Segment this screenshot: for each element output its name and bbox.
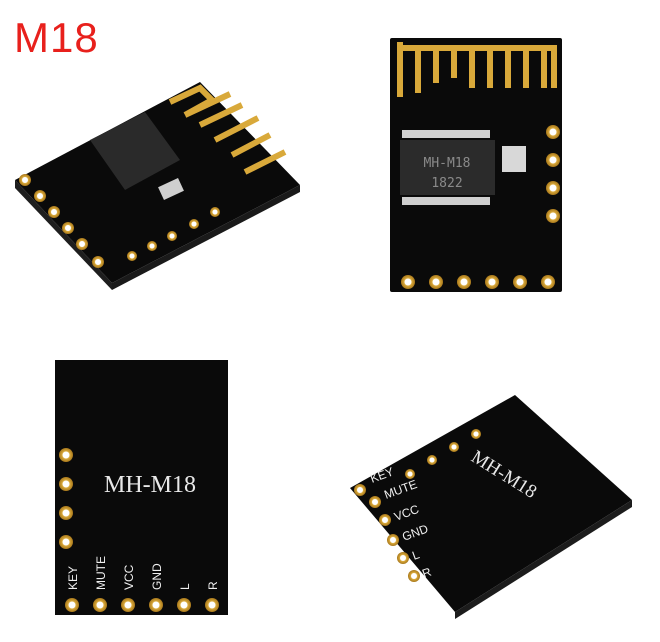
- board-bottom-right: MH-M18 KEY MUTE VCC GND L R: [350, 395, 632, 619]
- pin-pads: [19, 174, 220, 268]
- chip-date: 1822: [431, 176, 462, 191]
- chip-label: MH-M18: [424, 156, 471, 171]
- antenna-trace: [168, 84, 287, 175]
- crystal: [502, 146, 526, 172]
- pin-pads: [59, 448, 219, 612]
- pin-pads: [401, 125, 560, 289]
- pin-label-key: KEY: [66, 566, 80, 590]
- product-title: M18: [14, 14, 99, 61]
- pin-label-mute: MUTE: [94, 556, 108, 590]
- board-label: MH-M18: [104, 472, 196, 498]
- board-top-right: MH-M18 1822: [390, 38, 562, 292]
- pin-pads: [354, 429, 481, 582]
- board-top-left: [15, 82, 300, 290]
- pin-label-l: L: [178, 583, 192, 590]
- pin-label-r: R: [206, 581, 220, 590]
- board-bottom-left: MH-M18 KEY MUTE VCC GND L R: [55, 360, 228, 615]
- chip: [400, 140, 495, 195]
- pin-label-gnd: GND: [150, 563, 164, 590]
- chip: [90, 112, 180, 190]
- pin-label-vcc: VCC: [122, 564, 136, 590]
- crystal: [158, 178, 184, 200]
- pin-label-l: L: [410, 547, 421, 563]
- antenna-trace: [397, 42, 557, 97]
